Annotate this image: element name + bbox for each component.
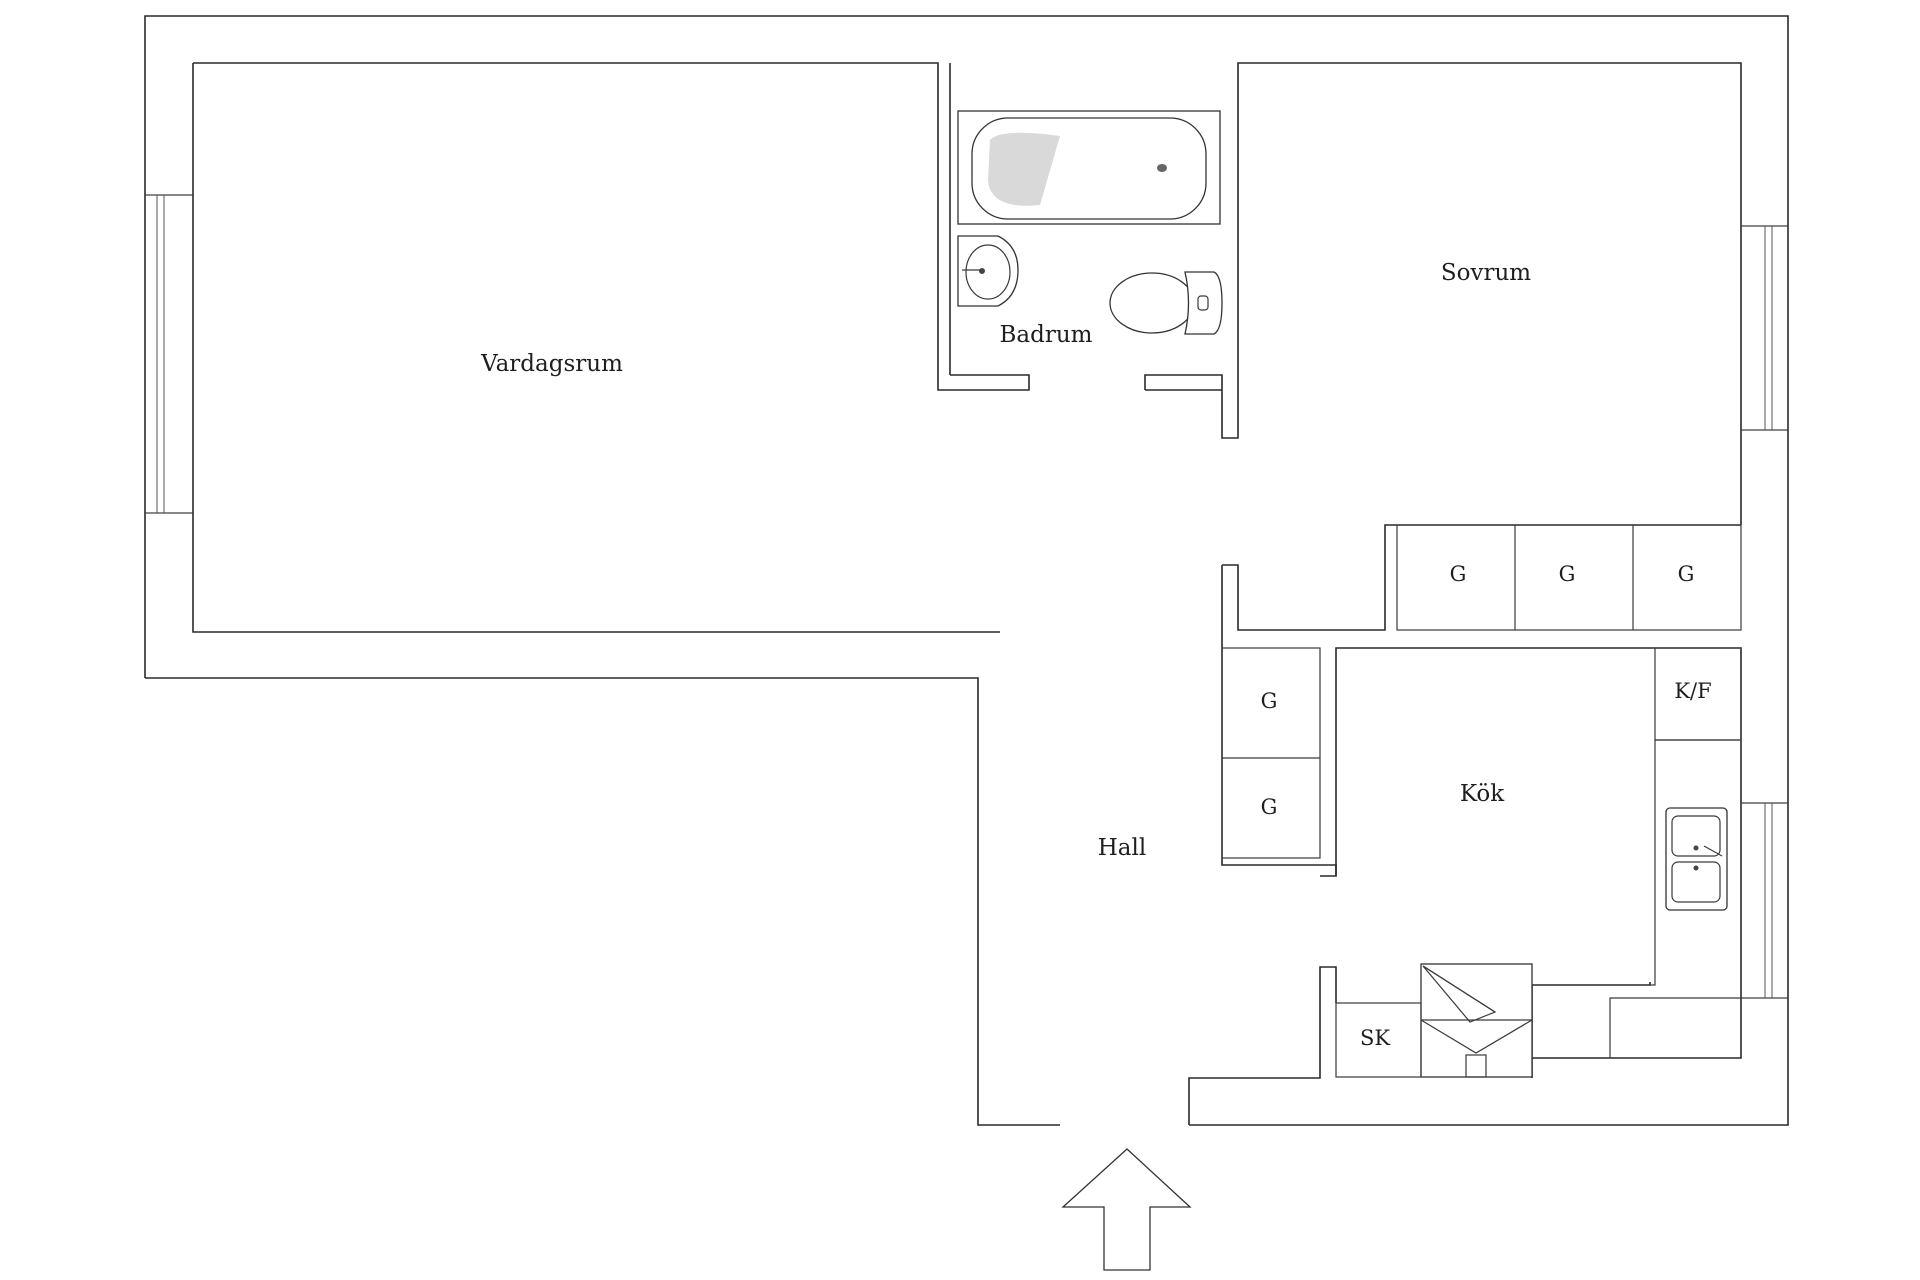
window-living — [144, 194, 194, 514]
room-label-living: Vardagsrum — [480, 351, 623, 377]
kitchen-sink — [1665, 807, 1728, 911]
entrance-arrow-icon — [1061, 1148, 1192, 1271]
kitchen-counter — [1532, 739, 1741, 1059]
room-label-bath: Badrum — [1000, 322, 1093, 348]
wardrobe-label: G — [1450, 562, 1467, 586]
wardrobe-row-bedroom — [1396, 524, 1742, 631]
stove-hood — [1420, 963, 1533, 1078]
washbasin — [957, 235, 1019, 307]
room-label-kitchen: Kök — [1460, 781, 1505, 807]
wardrobe-label: G — [1678, 562, 1695, 586]
wardrobe-label: G — [1261, 689, 1278, 713]
toilet — [1109, 271, 1223, 335]
fridge-freezer-label: K/F — [1674, 679, 1711, 703]
wardrobe-column-hall — [1221, 647, 1321, 859]
broom-closet-label: SK — [1360, 1026, 1390, 1050]
window-bedroom — [1740, 225, 1789, 431]
wardrobe-label: G — [1559, 562, 1576, 586]
bathroom-walls — [949, 62, 1742, 525]
living-room-walls — [192, 62, 1030, 633]
room-label-bedroom: Sovrum — [1441, 260, 1531, 286]
bathtub — [957, 110, 1221, 225]
broom-closet — [1335, 1002, 1422, 1078]
room-label-hall: Hall — [1098, 835, 1146, 861]
wardrobe-label: G — [1261, 795, 1278, 819]
window-kitchen — [1740, 802, 1789, 999]
